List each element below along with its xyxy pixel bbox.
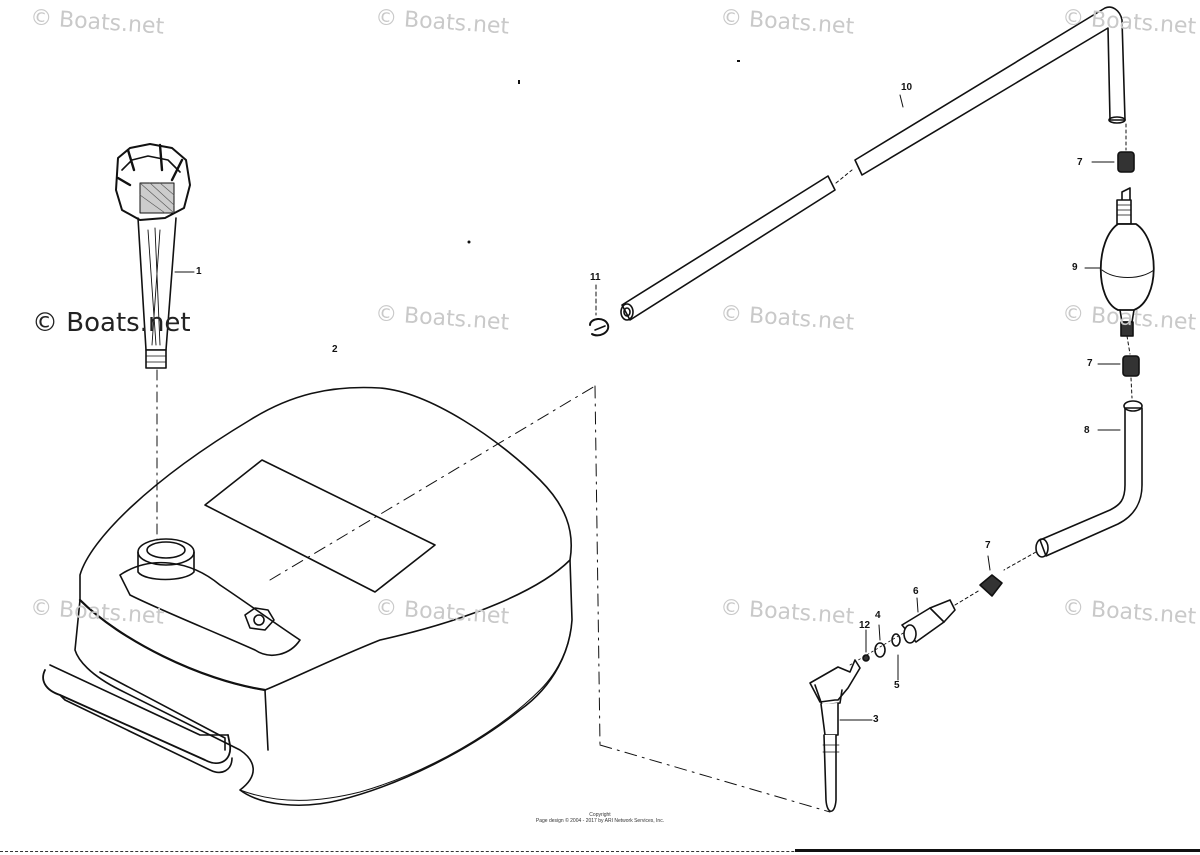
callout-8: 8	[1084, 425, 1090, 436]
bottom-border-solid	[795, 849, 1200, 852]
tank-axis-line	[269, 385, 596, 581]
tank-drop-line	[594, 385, 601, 746]
callout-4: 4	[875, 610, 881, 621]
tank-link-line	[599, 744, 831, 813]
fuel-connector-assembly	[809, 555, 1003, 813]
scan-specks	[467, 60, 740, 244]
callout-5: 5	[894, 680, 900, 691]
primer-bulb-assembly	[1084, 123, 1155, 399]
fuel-tank	[42, 386, 573, 806]
callout-7-top: 7	[1077, 157, 1083, 168]
copyright-notice: Copyright Page design © 2004 - 2017 by A…	[500, 812, 700, 824]
copyright-line-1: Copyright	[589, 812, 611, 818]
callout-12: 12	[859, 620, 871, 631]
callout-7-middle: 7	[1087, 358, 1093, 369]
callout-2: 2	[332, 344, 338, 355]
watermark-prominent: © Boats.net	[32, 308, 191, 338]
callout-9: 9	[1072, 262, 1078, 273]
copyright-line-2: Page design © 2004 - 2017 by ARI Network…	[535, 818, 665, 824]
hose-clamp	[589, 284, 610, 337]
callout-1: 1	[196, 266, 202, 277]
bottom-border	[0, 851, 1200, 852]
callout-10: 10	[901, 82, 913, 93]
callout-7-bottom: 7	[985, 540, 991, 551]
curved-hose	[1003, 400, 1143, 571]
callout-3: 3	[873, 714, 879, 725]
callout-11: 11	[590, 272, 601, 283]
hose-assembly	[620, 6, 1126, 321]
fuel-gauge	[115, 143, 195, 369]
callout-6: 6	[913, 586, 919, 597]
